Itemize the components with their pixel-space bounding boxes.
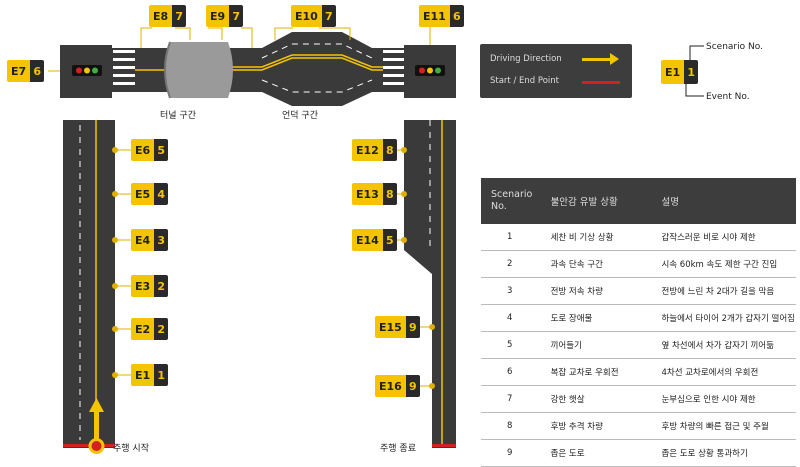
row-scenario-no: 1 [481, 224, 550, 251]
row-situation: 과속 단속 구간 [549, 250, 661, 278]
left-road [63, 120, 115, 448]
row-scenario-no: 4 [481, 304, 550, 332]
tunnel [165, 42, 233, 98]
legend-direction-label: Driving Direction [490, 54, 562, 64]
row-scenario-no: 3 [481, 277, 550, 305]
key-event-label: Event No. [706, 92, 750, 102]
row-situation: 끼어들기 [549, 331, 661, 359]
row-scenario-no: 2 [481, 250, 550, 278]
left-crosswalk-south [65, 98, 108, 120]
row-situation: 도로 장애물 [549, 304, 661, 332]
left-traffic-light [72, 65, 102, 76]
row-scenario-no: 6 [481, 358, 550, 386]
row-scenario-no: 5 [481, 331, 550, 359]
start-end-line-icon [582, 81, 620, 84]
row-situation: 후방 추격 차량 [549, 412, 661, 440]
table-header: Scenario No. 불안감 유발 상황 설명 [481, 178, 796, 224]
hill-label: 언덕 구간 [282, 111, 318, 121]
key-scenario-label: Scenario No. [706, 42, 763, 52]
row-description: 전방에 느린 차 2대가 길을 막음 [660, 277, 796, 305]
legend-panel: Driving Direction Start / End Point [480, 44, 632, 98]
hill-bottom [262, 92, 372, 106]
row-situation: 세찬 비 기상 상황 [549, 224, 661, 251]
row-description: 4차선 교차로에서의 우회전 [660, 358, 796, 386]
row-description: 시속 60km 속도 제한 구간 진입 [660, 250, 796, 278]
row-situation: 강한 햇살 [549, 385, 661, 413]
row-description: 좁은 도로 상황 통과하기 [660, 439, 796, 467]
row-description: 옆 차선에서 차가 갑자기 끼어듦 [660, 331, 796, 359]
row-situation: 전방 저속 차량 [549, 277, 661, 305]
end-line [432, 444, 456, 447]
row-description: 갑작스러운 비로 시야 제한 [660, 224, 796, 251]
legend-start-end-label: Start / End Point [490, 76, 559, 86]
header-scenario: Scenario No. [481, 178, 550, 224]
row-situation: 복잡 교차로 우회전 [549, 358, 661, 386]
road-map [48, 26, 456, 454]
end-label: 주행 종료 [380, 444, 416, 454]
row-situation: 좁은 도로 [549, 439, 661, 467]
right-crosswalk-south [408, 98, 451, 120]
row-description: 하늘에서 타이어 2개가 갑자기 떨어짐 [660, 304, 796, 332]
row-scenario-no: 7 [481, 385, 550, 413]
right-crosswalk-west [383, 50, 405, 85]
row-description: 눈부심으로 인한 시야 제한 [660, 385, 796, 413]
header-description: 설명 [660, 178, 796, 224]
header-situation: 불안감 유발 상황 [549, 178, 661, 224]
direction-arrow-icon [582, 58, 612, 61]
hill-top [262, 32, 372, 48]
tunnel-label: 터널 구간 [160, 111, 196, 121]
start-label: 주행 시작 [113, 444, 149, 454]
right-traffic-light [415, 65, 445, 76]
row-description: 후방 차량의 빠른 접근 및 주월 [660, 412, 796, 440]
left-crosswalk-east [113, 50, 135, 85]
row-scenario-no: 8 [481, 412, 550, 440]
right-road [404, 120, 456, 448]
up-arrow-icon [89, 398, 104, 412]
row-scenario-no: 9 [481, 439, 550, 467]
